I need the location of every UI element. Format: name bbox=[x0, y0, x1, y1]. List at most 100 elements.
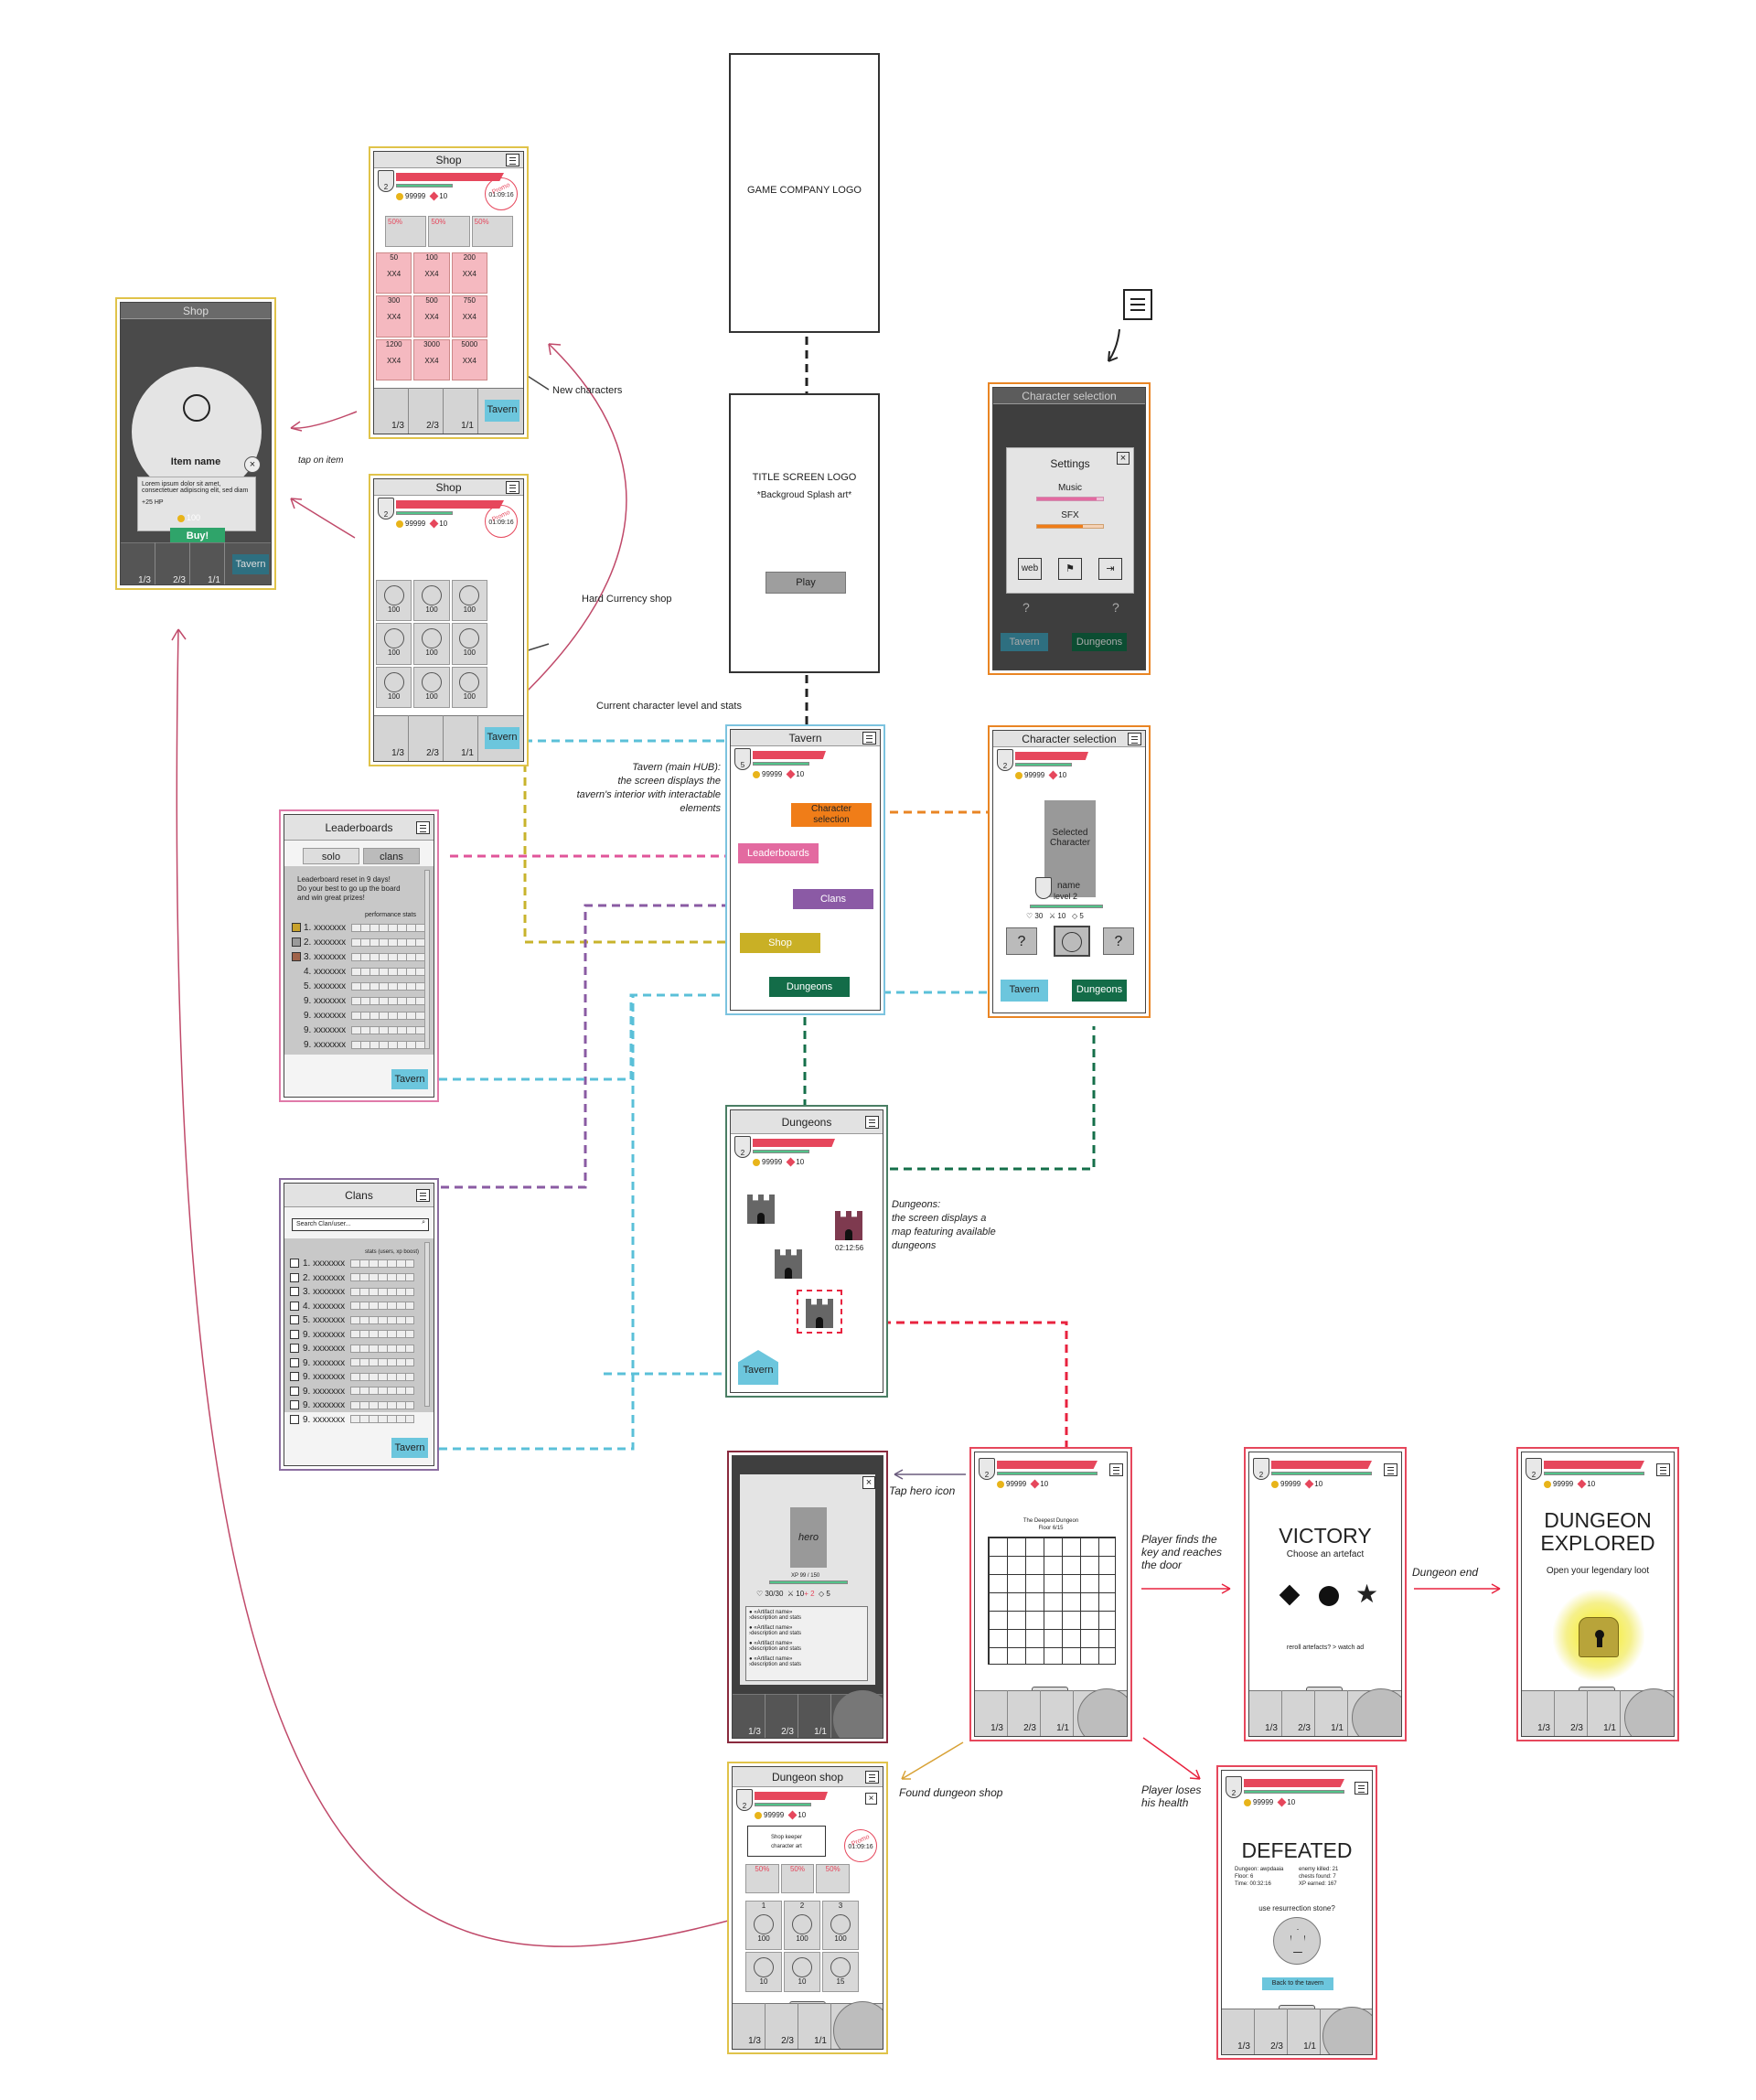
stone-slot[interactable]: 1/1 bbox=[1315, 1690, 1348, 1736]
sword-attack-icon[interactable] bbox=[1352, 1688, 1401, 1736]
dungeons-button[interactable]: Dungeons bbox=[1072, 980, 1127, 1002]
clan-checkbox[interactable] bbox=[290, 1344, 299, 1354]
level-shield-icon[interactable]: 2 bbox=[734, 1136, 751, 1158]
menu-icon[interactable] bbox=[1384, 1463, 1397, 1476]
level-shield-icon[interactable]: 2 bbox=[1526, 1458, 1542, 1480]
clans-button[interactable]: Clans bbox=[793, 889, 873, 909]
level-shield-icon[interactable]: 2 bbox=[736, 1789, 753, 1811]
clan-checkbox[interactable] bbox=[290, 1372, 299, 1382]
potion-slot[interactable]: 1/3 bbox=[975, 1690, 1008, 1736]
shop-item[interactable]: 10 bbox=[745, 1951, 782, 1992]
clan-row[interactable]: 5. xxxxxxx bbox=[290, 1315, 415, 1325]
item-close-icon[interactable]: × bbox=[244, 456, 261, 473]
tavern-button[interactable]: Tavern bbox=[485, 727, 519, 749]
menu-icon[interactable] bbox=[1656, 1463, 1670, 1476]
coin-pack[interactable]: 100 bbox=[451, 666, 487, 708]
clan-checkbox[interactable] bbox=[290, 1329, 299, 1339]
shop-item[interactable]: 15 bbox=[822, 1951, 859, 1992]
clan-row[interactable]: 2. xxxxxxx bbox=[290, 1273, 415, 1283]
bomb-slot[interactable]: 2/3 bbox=[1255, 2009, 1288, 2054]
promo-item[interactable]: 50% bbox=[780, 1864, 815, 1893]
stone-slot[interactable]: 1/1 bbox=[444, 715, 478, 761]
level-shield-icon[interactable]: 2 bbox=[1253, 1458, 1269, 1480]
clan-row[interactable]: 9. xxxxxxx bbox=[290, 1344, 415, 1354]
promo-badge[interactable]: Promo 01:09:16 bbox=[485, 505, 518, 538]
menu-icon[interactable] bbox=[416, 1189, 430, 1202]
clan-checkbox[interactable] bbox=[290, 1400, 299, 1410]
clan-row[interactable]: 9. xxxxxxx bbox=[290, 1386, 415, 1397]
level-shield-icon[interactable]: 5 bbox=[734, 748, 751, 770]
potion-slot[interactable]: 1/3 bbox=[1222, 2009, 1255, 2054]
menu-icon[interactable] bbox=[865, 1116, 879, 1129]
menu-icon[interactable] bbox=[1354, 1782, 1368, 1795]
legendary-loot-lock-icon[interactable] bbox=[1579, 1617, 1619, 1657]
clan-row[interactable]: 1. xxxxxxx bbox=[290, 1259, 415, 1269]
menu-icon[interactable] bbox=[1109, 1463, 1123, 1476]
artefact-diamond-icon[interactable] bbox=[1279, 1584, 1301, 1606]
stone-slot[interactable]: 1/1 bbox=[1041, 1690, 1074, 1736]
tavern-button[interactable]: Tavern bbox=[485, 400, 519, 422]
clan-row[interactable]: 4. xxxxxxx bbox=[290, 1302, 415, 1312]
exit-icon[interactable]: ⇥ bbox=[1098, 558, 1122, 580]
level-shield-icon[interactable]: 2 bbox=[378, 498, 394, 520]
dungeon-castle-icon[interactable] bbox=[775, 1249, 802, 1279]
menu-icon[interactable] bbox=[416, 821, 430, 834]
promo-item-3[interactable]: 50% bbox=[471, 216, 513, 247]
play-button[interactable]: Play bbox=[766, 572, 846, 594]
artifact-item[interactable]: ● «Artifact name»›description and stats bbox=[749, 1625, 802, 1636]
promo-badge[interactable]: Promo 01:09:16 bbox=[844, 1829, 877, 1862]
coin-pack[interactable]: 100 bbox=[451, 580, 487, 622]
clan-row[interactable]: 9. xxxxxxx bbox=[290, 1372, 415, 1382]
dungeon-shop-close-icon[interactable]: × bbox=[865, 1793, 877, 1805]
potion-slot[interactable]: 1/3 bbox=[1522, 1690, 1555, 1736]
clan-checkbox[interactable] bbox=[290, 1414, 299, 1424]
menu-icon[interactable] bbox=[1128, 733, 1141, 745]
dungeon-room-grid[interactable] bbox=[988, 1537, 1116, 1665]
dungeons-button[interactable]: Dungeons bbox=[769, 977, 850, 997]
clan-row[interactable]: 9. xxxxxxx bbox=[290, 1400, 415, 1410]
hero-close-icon[interactable]: × bbox=[862, 1476, 875, 1489]
stone-slot[interactable]: 1/1 bbox=[798, 2003, 831, 2049]
locked-character-slot[interactable]: ? bbox=[1103, 927, 1134, 955]
dungeon-castle-icon[interactable] bbox=[747, 1195, 775, 1224]
tab-clans[interactable]: clans bbox=[363, 848, 420, 864]
level-shield-icon[interactable]: 2 bbox=[1226, 1776, 1242, 1798]
clans-scrollbar[interactable] bbox=[424, 1242, 430, 1407]
artefact-star-icon[interactable]: ★ bbox=[1355, 1580, 1379, 1608]
bomb-slot[interactable]: 2/3 bbox=[1282, 1690, 1315, 1736]
coin-pack[interactable]: 100 bbox=[451, 623, 487, 665]
tavern-button[interactable]: Tavern bbox=[391, 1069, 428, 1089]
artifact-item[interactable]: ● «Artifact name»›description and stats bbox=[749, 1656, 802, 1667]
clan-search-input[interactable]: Search Clan/user...⌕ bbox=[292, 1218, 429, 1231]
promo-badge[interactable]: Promo 01:09:16 bbox=[485, 177, 518, 210]
artifact-item[interactable]: ● «Artifact name»›description and stats bbox=[749, 1641, 802, 1652]
clan-checkbox[interactable] bbox=[290, 1315, 299, 1325]
clan-checkbox[interactable] bbox=[290, 1386, 299, 1396]
clan-row[interactable]: 9. xxxxxxx bbox=[290, 1358, 415, 1368]
locked-dungeon-castle-icon[interactable] bbox=[835, 1211, 862, 1240]
menu-icon[interactable] bbox=[865, 1771, 879, 1784]
clan-checkbox[interactable] bbox=[290, 1287, 299, 1297]
tavern-home-button[interactable]: Tavern bbox=[738, 1350, 778, 1385]
back-to-tavern-button[interactable]: Back to the tavern bbox=[1262, 1977, 1333, 1990]
coin-pack[interactable]: 100 bbox=[413, 623, 450, 665]
potion-slot[interactable]: 1/3 bbox=[374, 715, 409, 761]
leaderboard-scrollbar[interactable] bbox=[424, 870, 430, 1049]
tab-solo[interactable]: solo bbox=[303, 848, 359, 864]
music-slider[interactable] bbox=[1036, 497, 1104, 501]
potion-slot[interactable]: 1/3 bbox=[1249, 1690, 1282, 1736]
potion-slot[interactable]: 1/3 bbox=[374, 388, 409, 434]
level-shield-icon[interactable]: 2 bbox=[997, 749, 1013, 771]
clan-checkbox[interactable] bbox=[290, 1259, 299, 1269]
bomb-slot[interactable]: 2/3 bbox=[1555, 1690, 1588, 1736]
potion-slot[interactable]: 1/3 bbox=[733, 2003, 766, 2049]
bomb-slot[interactable]: 2/3 bbox=[766, 2003, 798, 2049]
coin-pack[interactable]: 100 bbox=[376, 623, 412, 665]
